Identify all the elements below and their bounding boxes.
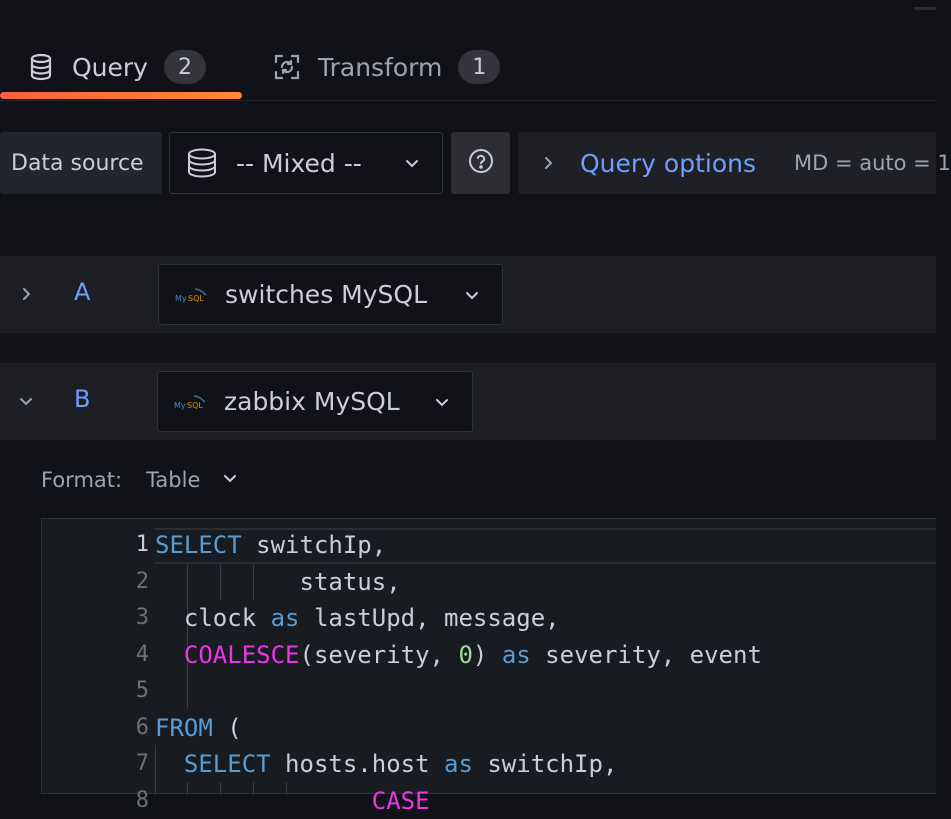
chevron-down-icon	[434, 394, 450, 414]
query-options-label: Query options	[580, 149, 756, 178]
query-editor-panel: Query 2 Transform 1 Data source	[0, 0, 936, 794]
sql-text	[155, 787, 372, 815]
line-number: 3	[89, 600, 149, 637]
transform-icon	[274, 54, 300, 80]
code-line: clock as lastUpd, message,	[155, 600, 560, 637]
query-ref-id[interactable]: A	[74, 278, 90, 306]
help-circle-icon	[468, 148, 494, 178]
tab-transform[interactable]: Transform 1	[274, 44, 500, 90]
query-data-source-picker[interactable]: My SQL switches MySQL	[158, 264, 503, 325]
data-source-label: Data source	[0, 132, 162, 194]
tab-query-count-badge: 2	[164, 50, 206, 84]
data-source-help-button[interactable]	[451, 132, 510, 194]
data-source-picker[interactable]: -- Mixed --	[169, 132, 443, 194]
sql-text	[155, 641, 184, 669]
editor-tabs: Query 2 Transform 1	[0, 0, 936, 101]
code-line: status,	[155, 564, 401, 601]
format-value: Table	[146, 468, 200, 492]
sql-text: lastUpd, message,	[300, 604, 560, 632]
chevron-down-icon	[404, 155, 420, 175]
sql-function: CASE	[372, 787, 430, 815]
code-area[interactable]: SELECT switchIp, status, clock as lastUp…	[155, 519, 936, 793]
sql-text: severity, event	[531, 641, 762, 669]
code-line: SELECT hosts.host as switchIp,	[155, 746, 617, 783]
active-tab-indicator	[0, 92, 242, 99]
line-number: 2	[89, 564, 149, 601]
sql-text: hosts.host	[271, 750, 444, 778]
line-number: 6	[89, 710, 149, 747]
tab-query[interactable]: Query 2	[28, 44, 206, 90]
mixed-datasource-icon	[186, 147, 218, 179]
code-line: FROM (	[155, 710, 242, 747]
sql-text: clock	[155, 604, 271, 632]
mysql-logo-icon: My SQL	[173, 285, 209, 305]
format-selector: Format: Table	[41, 464, 238, 496]
query-data-source-picker[interactable]: My SQL zabbix MySQL	[157, 371, 473, 432]
sql-keyword: as	[502, 641, 531, 669]
chevron-right-icon[interactable]	[17, 285, 35, 303]
database-icon	[28, 54, 54, 80]
sql-text: )	[473, 641, 502, 669]
svg-text:SQL: SQL	[187, 401, 203, 410]
sql-text: (	[213, 714, 242, 742]
mysql-logo-icon: My SQL	[172, 392, 208, 412]
sql-text: status,	[155, 568, 401, 596]
tab-transform-count-badge: 1	[458, 50, 500, 84]
sql-text: (severity,	[300, 641, 459, 669]
sql-keyword: SELECT	[155, 531, 242, 559]
sql-number: 0	[458, 641, 472, 669]
chevron-down-icon[interactable]	[17, 392, 35, 410]
sql-function: COALESCE	[184, 641, 300, 669]
query-row-b: B My SQL zabbix MySQL	[0, 363, 936, 440]
tab-transform-label: Transform	[318, 53, 442, 82]
line-number: 5	[89, 673, 149, 710]
chevron-right-icon	[540, 155, 556, 171]
query-data-source-name: switches MySQL	[225, 280, 427, 309]
line-number: 1	[89, 527, 149, 564]
query-row-a: A My SQL switches MySQL	[0, 256, 936, 333]
sql-keyword: as	[271, 604, 300, 632]
code-line: COALESCE(severity, 0) as severity, event	[155, 637, 762, 674]
query-options-toggle[interactable]: Query options MD = auto = 1	[518, 132, 936, 194]
format-label: Format:	[41, 468, 122, 492]
selected-data-source: -- Mixed --	[236, 149, 362, 178]
svg-text:My: My	[175, 294, 187, 303]
sql-keyword: FROM	[155, 714, 213, 742]
format-select[interactable]: Table	[146, 468, 238, 492]
line-number: 4	[89, 637, 149, 674]
query-data-source-name: zabbix MySQL	[224, 387, 400, 416]
sql-text	[155, 750, 184, 778]
chevron-down-icon	[222, 470, 238, 490]
line-number: 8	[89, 783, 149, 819]
code-line: CASE	[155, 783, 430, 819]
svg-text:SQL: SQL	[188, 294, 204, 303]
svg-text:My: My	[174, 401, 186, 410]
sql-text: switchIp,	[242, 531, 387, 559]
sql-keyword: as	[444, 750, 473, 778]
data-source-toolbar: Data source -- Mixed --	[0, 132, 936, 194]
query-options-summary: MD = auto = 1	[794, 151, 951, 175]
sql-text: switchIp,	[473, 750, 618, 778]
chevron-down-icon	[464, 287, 480, 307]
line-number: 7	[89, 746, 149, 783]
code-line: SELECT switchIp,	[155, 527, 386, 564]
sql-keyword: SELECT	[184, 750, 271, 778]
query-ref-id[interactable]: B	[74, 385, 90, 413]
tab-query-label: Query	[72, 53, 148, 82]
